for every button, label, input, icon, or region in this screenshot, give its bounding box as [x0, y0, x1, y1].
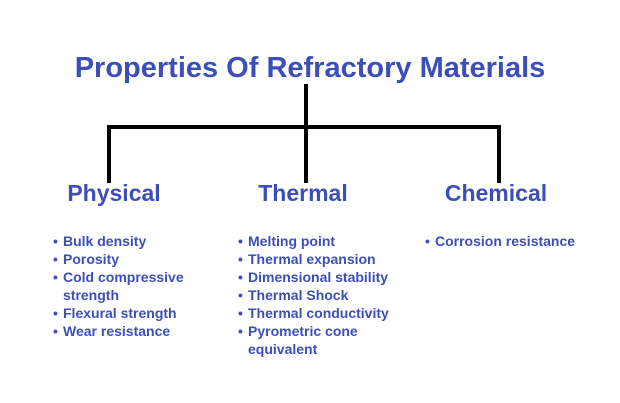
- chemical-property-list: Corrosion resistance: [425, 232, 575, 250]
- heading-thermal: Thermal: [258, 180, 348, 206]
- thermal-property-list: Melting point Thermal expansion Dimensio…: [238, 232, 389, 358]
- list-item-text: Thermal expansion: [248, 251, 376, 267]
- list-item-text: Cold compressive: [63, 269, 184, 285]
- list-item: Wear resistance: [53, 322, 184, 340]
- list-item-text: Melting point: [248, 233, 336, 249]
- list-item: Thermal conductivity: [238, 304, 389, 322]
- list-item-text: Porosity: [63, 251, 120, 267]
- list-item-text: Dimensional stability: [248, 269, 389, 285]
- list-item: Thermal Shock: [238, 286, 389, 304]
- physical-property-list: Bulk density Porosity Cold compressive st…: [53, 232, 184, 340]
- diagram-title: Properties Of Refractory Materials: [74, 52, 546, 84]
- list-item-text: Thermal Shock: [248, 287, 349, 303]
- list-item-text-continued: strength: [63, 287, 119, 303]
- list-item-text: Pyrometric cone: [248, 323, 358, 339]
- list-item: Cold compressive strength: [53, 268, 184, 304]
- list-item-text: Wear resistance: [63, 323, 171, 339]
- list-item: Bulk density: [53, 232, 184, 250]
- list-item: Thermal expansion: [238, 250, 389, 268]
- heading-physical: Physical: [67, 180, 161, 206]
- list-item-text: Corrosion resistance: [435, 233, 576, 249]
- heading-chemical: Chemical: [444, 180, 548, 206]
- list-item-text: Thermal conductivity: [248, 305, 389, 321]
- list-item-text: Flexural strength: [63, 305, 177, 321]
- list-item: Pyrometric cone equivalent: [238, 322, 389, 358]
- list-item: Melting point: [238, 232, 389, 250]
- list-item: Corrosion resistance: [425, 232, 575, 250]
- list-item-text: Bulk density: [63, 233, 147, 249]
- list-item: Porosity: [53, 250, 184, 268]
- list-item: Dimensional stability: [238, 268, 389, 286]
- list-item: Flexural strength: [53, 304, 184, 322]
- list-item-text-continued: equivalent: [248, 341, 318, 357]
